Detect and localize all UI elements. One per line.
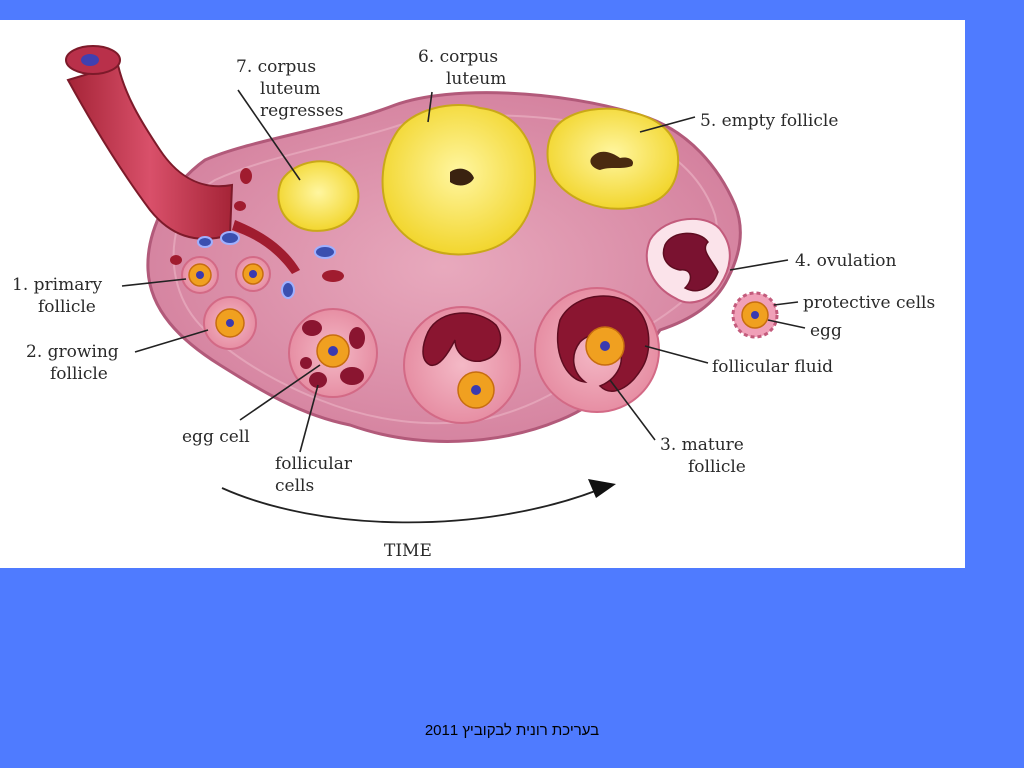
- time-arrowhead: [588, 479, 616, 498]
- footer-credit: בעריכת רונית לבקוביץ 2011: [424, 722, 600, 739]
- leader-follicular-cells: [299, 384, 319, 453]
- leader-egg-cell: [239, 364, 321, 421]
- leader-empty-follicle: [639, 116, 696, 133]
- primary-follicle-2: [235, 256, 271, 292]
- label-protective-cells: protective cells: [803, 293, 935, 313]
- leader-growing-follicle: [134, 329, 209, 353]
- label-mature-follicle: 3. mature follicle: [660, 435, 749, 477]
- secondary-follicle: [288, 308, 378, 398]
- label-empty-follicle: 5. empty follicle: [700, 111, 838, 131]
- leader-egg: [767, 319, 806, 329]
- blood-vessel: [66, 63, 234, 240]
- leader-ovulation: [729, 259, 789, 271]
- ovary-diagram: 7. corpus luteum regresses 6. corpus lut…: [12, 45, 935, 561]
- ovary-diagram-figure: 7. corpus luteum regresses 6. corpus lut…: [0, 20, 965, 568]
- leader-primary-follicle: [121, 278, 187, 287]
- leader-mature-follicle: [609, 379, 656, 441]
- leader-follicular-fluid: [644, 345, 709, 364]
- primary-follicle-1: [181, 256, 219, 294]
- ovulation-site: [645, 217, 731, 304]
- time-arrow: [221, 487, 599, 524]
- growing-follicle: [203, 296, 257, 350]
- label-corpus-luteum: 6. corpus luteum: [418, 47, 506, 89]
- empty-follicle: [546, 107, 680, 210]
- mature-follicle: [534, 287, 660, 413]
- corpus-luteum: [381, 104, 537, 256]
- label-ovulation: 4. ovulation: [795, 251, 896, 271]
- leader-protective-cells: [773, 301, 799, 306]
- label-corpus-luteum-regresses: 7. corpus luteum regresses: [236, 57, 344, 121]
- released-egg: [731, 291, 779, 339]
- vessel-sections: [170, 168, 344, 299]
- label-follicular-fluid: follicular fluid: [712, 357, 833, 377]
- antral-follicle: [403, 306, 521, 424]
- label-follicular-cells: follicular cells: [275, 454, 357, 496]
- regressing-corpus-luteum: [277, 160, 360, 232]
- label-time: TIME: [384, 541, 432, 561]
- vessel-lumen: [81, 54, 99, 66]
- leader-corpus-regresses: [237, 89, 301, 181]
- label-growing-follicle: 2. growing follicle: [26, 342, 124, 384]
- label-primary-follicle: 1. primary follicle: [12, 275, 107, 317]
- label-egg: egg: [810, 321, 842, 341]
- label-egg-cell: egg cell: [182, 427, 250, 447]
- leader-corpus-luteum: [427, 91, 433, 123]
